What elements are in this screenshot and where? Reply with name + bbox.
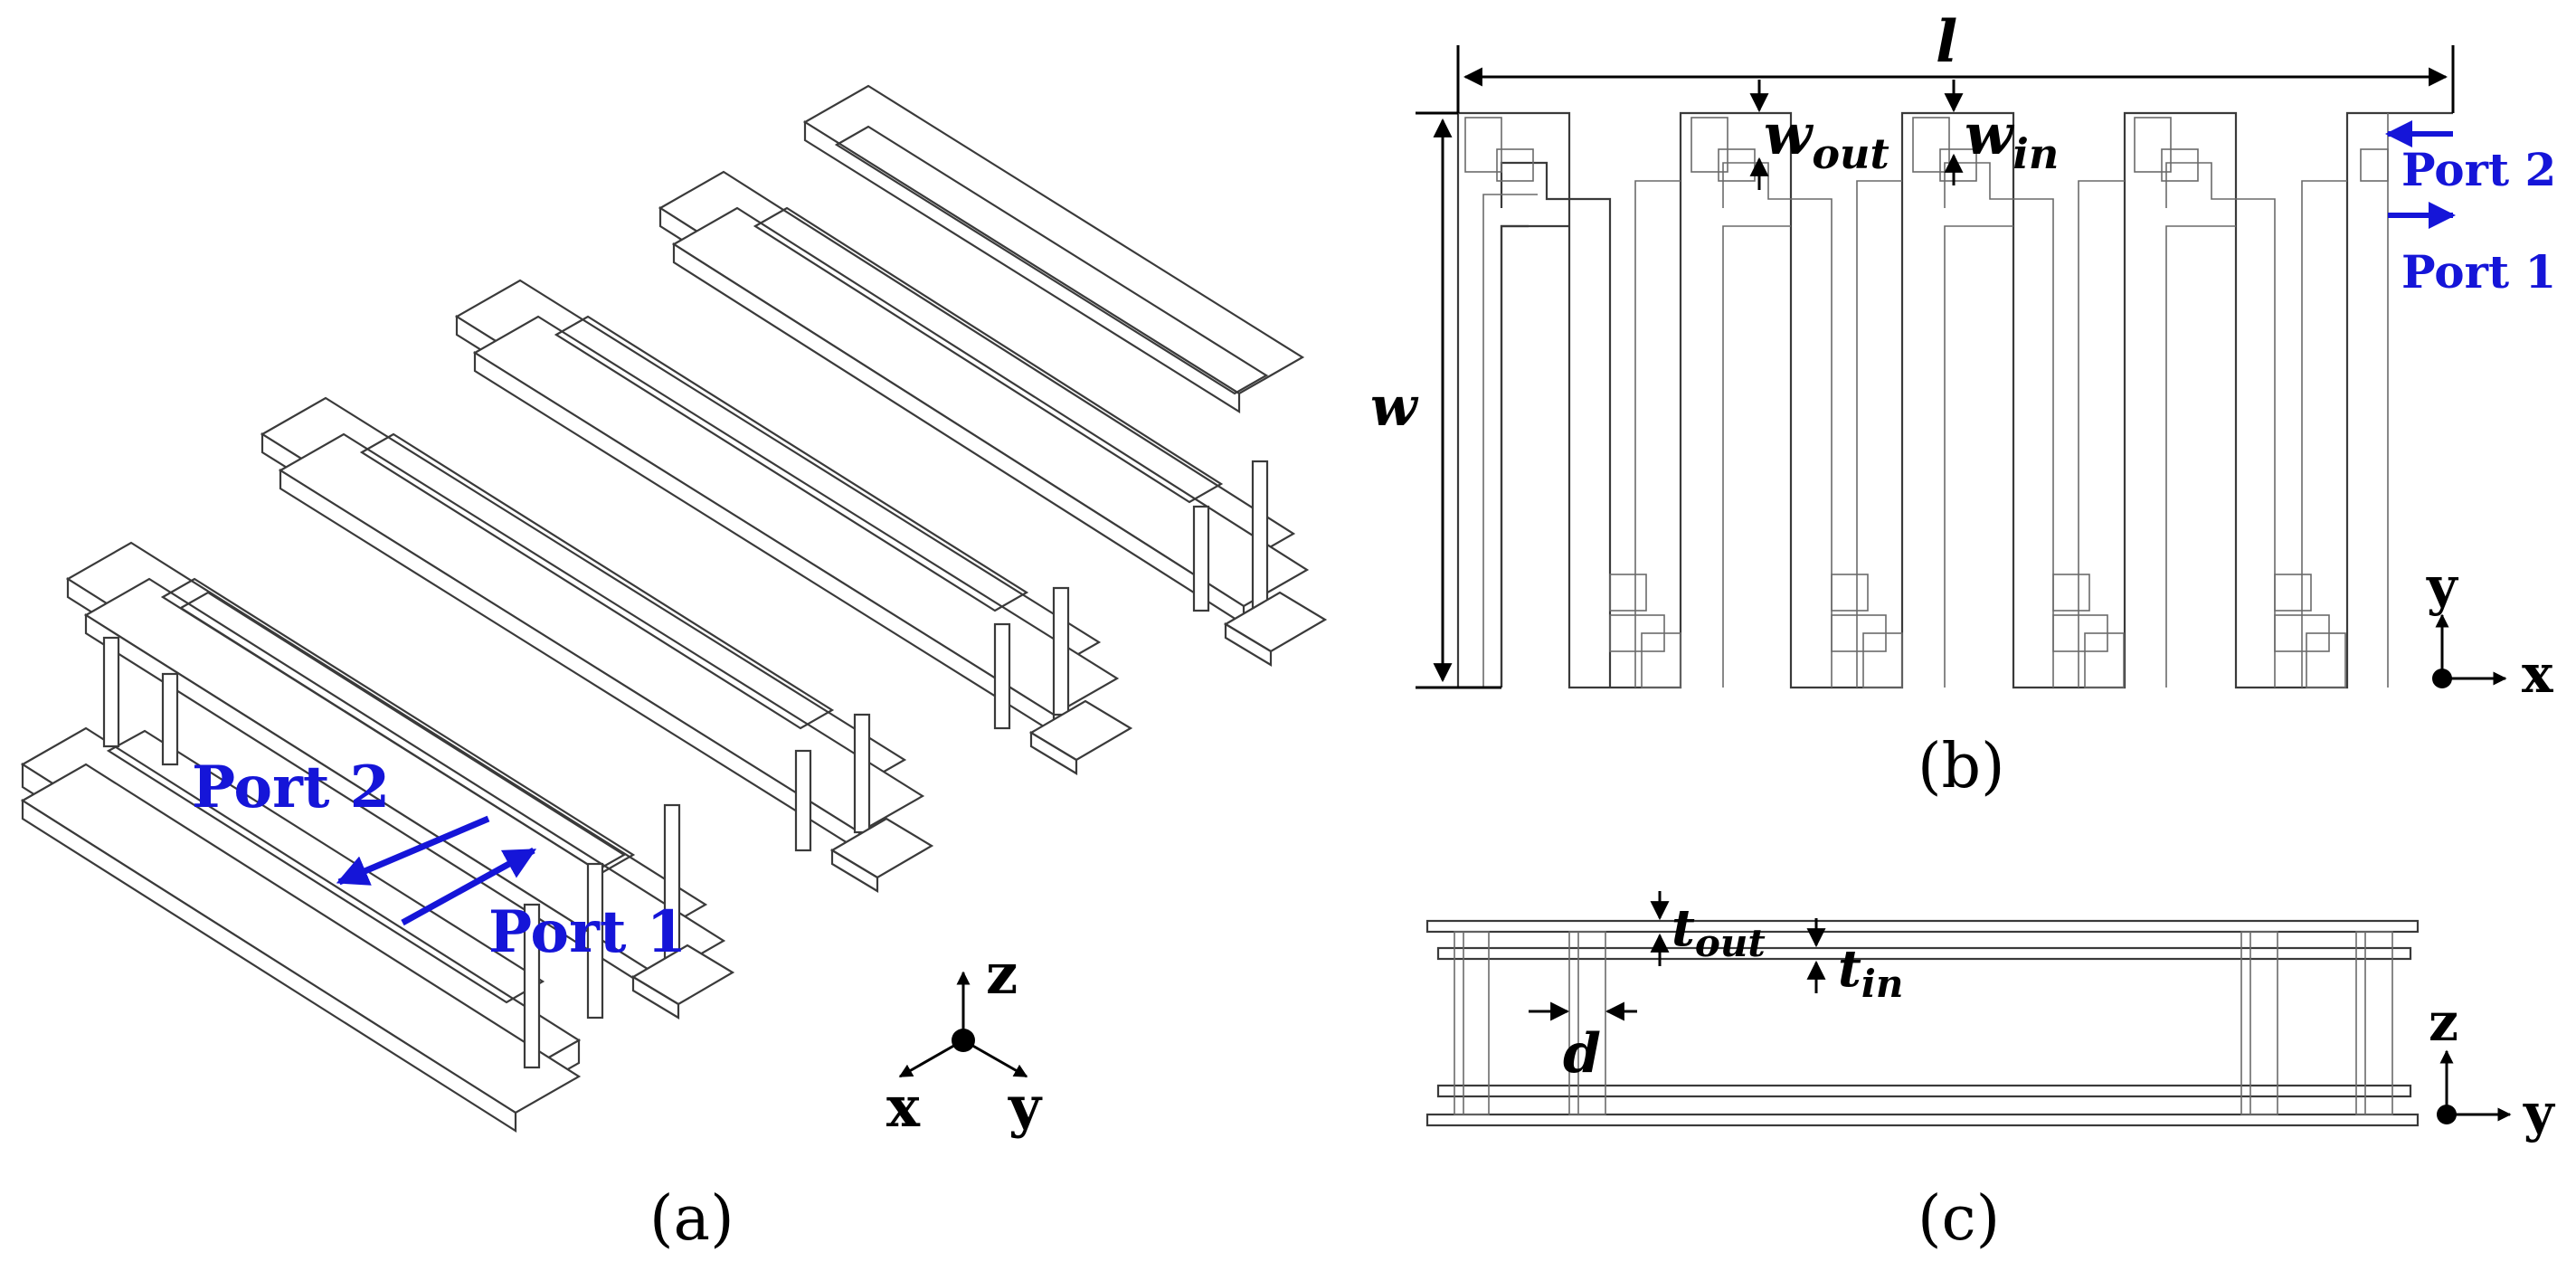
dimension-w: w — [1370, 111, 1501, 689]
side-bottom-plate — [1425, 1113, 2420, 1127]
dim-tin-label: tin — [1838, 939, 1903, 1006]
foot-plates — [630, 591, 1328, 1020]
axis-y-label-b: y — [2426, 555, 2459, 617]
panel-b-top-view: l w wout win Port 2 Port 1 — [1370, 8, 2556, 802]
axis-z-label-c: z — [2429, 991, 2458, 1053]
caption-c: (c) — [1918, 1183, 2000, 1255]
axis-triad-c: z y — [2429, 991, 2556, 1143]
axis-origin-dot-c — [2437, 1105, 2457, 1124]
meander-trace-3 — [1500, 224, 1569, 688]
port2-arrow — [336, 815, 490, 886]
port1-arrow — [401, 847, 537, 926]
posts — [102, 460, 1269, 1069]
port2-label-a: Port 2 — [192, 754, 390, 821]
dim-l-label: l — [1936, 8, 1957, 76]
port2-label-b: Port 2 — [2401, 143, 2556, 196]
dimension-tin: tin — [1806, 918, 1903, 1006]
dimension-wout: wout — [1749, 80, 1889, 190]
side-posts — [1454, 931, 2393, 1115]
axis-triad-a: z x y — [886, 941, 1043, 1140]
dimension-tout: tout — [1650, 891, 1766, 966]
junction-squares — [1464, 117, 2389, 688]
axis-y-label-a: y — [1008, 1074, 1043, 1140]
caption-a: (a) — [649, 1183, 734, 1255]
axis-x-label-b: x — [2522, 643, 2553, 705]
caption-b: (b) — [1918, 731, 2005, 802]
axis-x-label-a: x — [886, 1074, 921, 1140]
plate-stack-2 — [260, 396, 925, 852]
axis-origin-dot — [952, 1029, 975, 1052]
bottom-plate-1 — [20, 726, 582, 1133]
axis-y-label-c: y — [2523, 1082, 2556, 1143]
dimension-l: l — [1456, 8, 2455, 113]
meander-trace-4 — [1500, 161, 1612, 688]
side-top-plate — [1425, 919, 2420, 934]
top-plate-4 — [802, 84, 1305, 413]
port1-label-a: Port 1 — [488, 898, 687, 966]
port1-label-b: Port 1 — [2401, 245, 2556, 299]
dim-w-label: w — [1370, 375, 1419, 439]
dim-wout-label: wout — [1764, 101, 1889, 178]
dim-tout-label: tout — [1672, 898, 1766, 965]
dimension-d: d — [1529, 1001, 1637, 1086]
meander-inner-trace — [1482, 113, 2389, 688]
side-upper-inner-plate — [1436, 946, 2412, 961]
panel-a-isometric: Port 2 Port 1 z x y (a) — [20, 84, 1328, 1255]
plate-stack-4 — [658, 170, 1310, 627]
panel-c-side-view: tout tin d z y (c) — [1425, 891, 2556, 1255]
dim-win-label: win — [1965, 101, 2059, 178]
plate-stack-3 — [454, 279, 1120, 735]
axis-z-label-a: z — [986, 941, 1018, 1007]
side-lower-inner-plate — [1436, 1084, 2412, 1098]
dimension-win: win — [1944, 80, 2059, 185]
meander-inner — [1500, 224, 1529, 688]
axis-origin-dot-b — [2432, 669, 2452, 688]
dim-d-label: d — [1563, 1022, 1601, 1086]
plate-stack-1 — [65, 541, 726, 997]
axis-triad-b: y x — [2426, 555, 2553, 705]
